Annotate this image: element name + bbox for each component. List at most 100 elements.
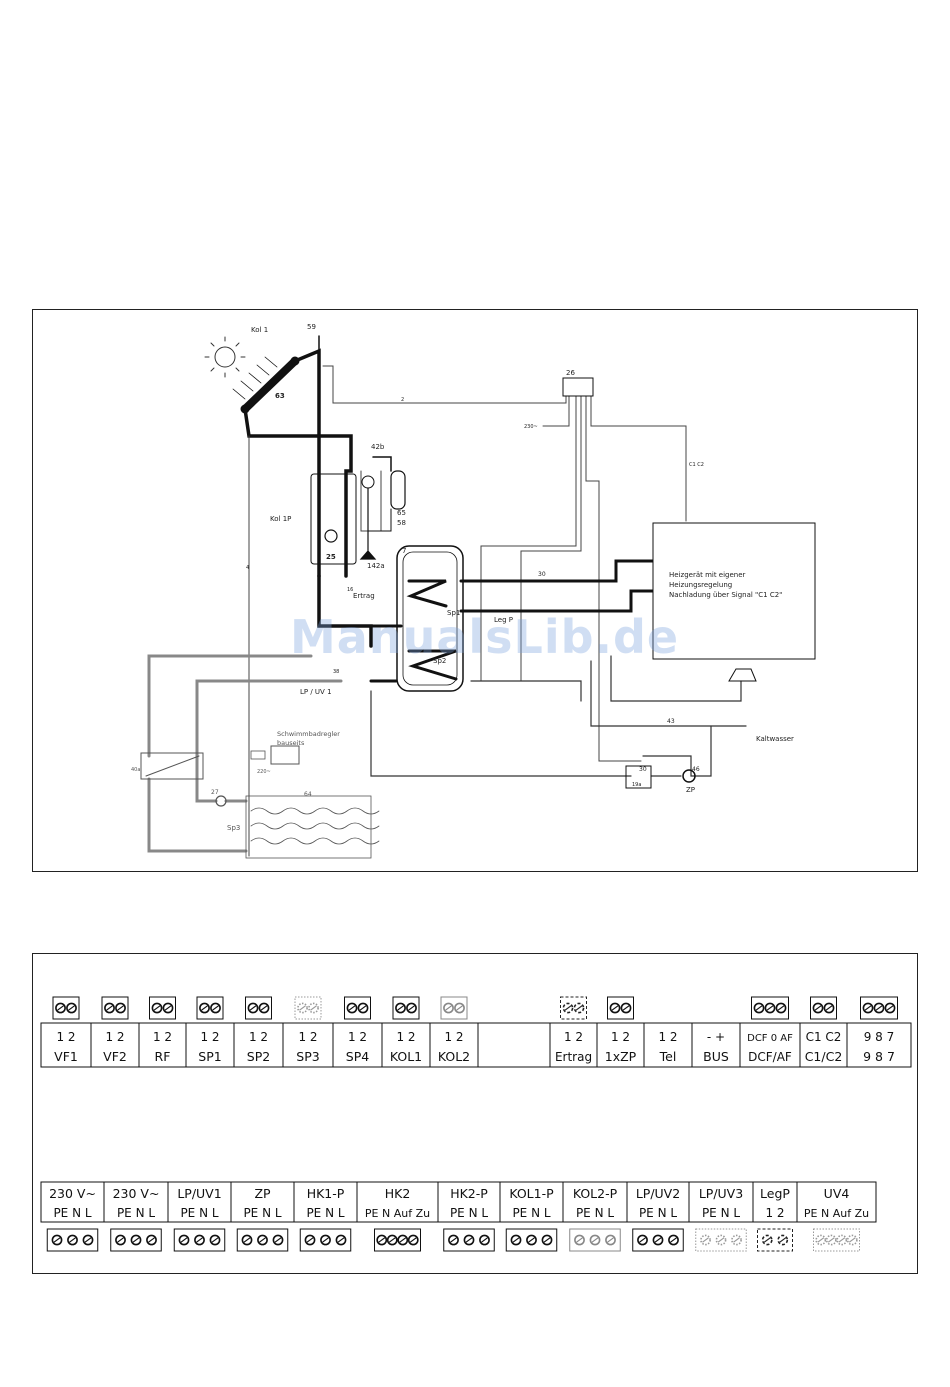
storage-tank xyxy=(396,545,464,692)
label-station-no: 25 xyxy=(326,553,336,561)
label-heizgeraet-1: Heizgerät mit eigener xyxy=(669,571,746,579)
screw-terminal-icon xyxy=(731,1234,742,1246)
terminal-pins: 1 2 xyxy=(105,1030,124,1044)
label-drain-no: 142a xyxy=(367,562,385,570)
screw-terminal-icon xyxy=(320,1234,331,1246)
label-tank-no: 7 xyxy=(402,547,406,555)
screw-terminal-icon xyxy=(297,1002,308,1014)
screw-terminal-icon xyxy=(146,1234,157,1246)
screw-terminal-icon xyxy=(454,1002,465,1014)
terminal-title: HK1-P xyxy=(307,1186,345,1201)
screw-block-kol1 xyxy=(392,996,420,1020)
terminal-pins: PE N L xyxy=(117,1206,155,1220)
screw-terminal-icon xyxy=(406,1002,417,1014)
terminal-title: HK2 xyxy=(385,1186,411,1201)
terminal-pins: PE N L xyxy=(639,1206,677,1220)
terminal-pins: 1 2 xyxy=(564,1030,583,1044)
label-schwimm-1: Schwimmbadregler xyxy=(277,730,340,738)
screw-block-kol1-p xyxy=(505,1228,558,1252)
label-line-c1c2: C1 C2 xyxy=(689,462,704,468)
label-valve-no: 58 xyxy=(397,519,406,527)
screw-block-kol2-p xyxy=(569,1228,621,1252)
gauge-icon xyxy=(361,475,375,489)
screw-block-sp4 xyxy=(344,996,371,1020)
terminal-label: 9 8 7 xyxy=(863,1049,895,1064)
terminal-label: VF1 xyxy=(54,1049,78,1064)
terminal-pins: 1 2 xyxy=(153,1030,172,1044)
terminal-label: Ertrag xyxy=(555,1050,592,1064)
screw-block-hk2 xyxy=(374,1228,421,1252)
watermark: ManualsLib.de xyxy=(290,610,680,664)
label-vessel-no: 65 xyxy=(397,509,406,517)
box-19a xyxy=(625,765,652,789)
label-sp1: Sp1 xyxy=(447,609,460,617)
screw-terminal-icon xyxy=(151,1002,163,1014)
screw-terminal-icon xyxy=(357,1002,369,1014)
screw-block-lp-uv1 xyxy=(173,1228,226,1252)
screw-terminal-icon xyxy=(308,1002,319,1014)
screw-terminal-icon xyxy=(178,1234,190,1246)
screw-block-sp1 xyxy=(196,996,224,1020)
terminal-label: KOL1 xyxy=(390,1049,422,1064)
screw-terminal-icon xyxy=(884,1002,896,1014)
screw-terminal-icon xyxy=(115,1234,126,1246)
label-pump-27: 27 xyxy=(211,789,219,796)
screw-terminal-icon xyxy=(199,1002,210,1014)
terminal-pins: PE N L xyxy=(53,1206,91,1220)
screw-terminal-icon xyxy=(257,1234,268,1246)
label-pool-64: 64 xyxy=(304,791,312,798)
label-lp-uv1: LP / UV 1 xyxy=(300,688,332,696)
screw-terminal-icon xyxy=(104,1002,115,1014)
label-hx-40a: 40a xyxy=(131,767,140,773)
screw-terminal-icon xyxy=(479,1234,490,1246)
hydraulic-diagram-frame: Kol 1 63 59 26 2 230~ C1 C2 4 42b 65 58 … xyxy=(32,309,918,872)
label-heizgeraet-3: Nachladung über Signal "C1 C2" xyxy=(669,591,782,599)
bottom-terminal-strip xyxy=(40,1181,877,1223)
screw-block-dcf-af xyxy=(751,996,789,1020)
screw-terminal-icon xyxy=(55,1002,66,1014)
terminal-title: 230 V~ xyxy=(49,1186,96,1201)
terminal-pins: PE N L xyxy=(306,1206,344,1220)
label-kaltwasser: Kaltwasser xyxy=(756,735,794,743)
label-line-220: 220~ xyxy=(257,769,271,775)
label-zp: ZP xyxy=(686,786,695,794)
screw-terminal-icon xyxy=(209,1234,221,1246)
top-terminal-strip xyxy=(40,1022,912,1068)
label-collector-no: 63 xyxy=(275,392,285,400)
screw-terminal-icon xyxy=(162,1002,174,1014)
screw-block-c1-c2 xyxy=(810,996,837,1020)
terminal-pins: 1 2 xyxy=(765,1206,784,1220)
screw-terminal-icon xyxy=(823,1002,835,1014)
tap-icon xyxy=(728,668,757,682)
label-expansion-no: 42b xyxy=(371,443,385,451)
label-legp: Leg P xyxy=(494,616,513,624)
screw-block-hk1-p xyxy=(299,1228,352,1252)
solar-pump-icon xyxy=(324,529,338,543)
screw-terminal-icon xyxy=(589,1234,601,1246)
terminal-title: LP/UV1 xyxy=(177,1186,221,1201)
screw-terminal-icon xyxy=(210,1002,221,1014)
terminal-label: SP1 xyxy=(198,1049,221,1064)
label-vent-no: 59 xyxy=(307,323,316,331)
screw-block-vf1 xyxy=(52,996,80,1020)
terminal-pins: 1 2 xyxy=(298,1030,317,1044)
screw-terminal-icon xyxy=(130,1234,142,1246)
terminal-pins: 1 2 xyxy=(200,1030,219,1044)
screw-terminal-icon xyxy=(51,1234,63,1246)
label-ertrag: Ertrag xyxy=(353,592,375,600)
screw-terminal-icon xyxy=(194,1234,205,1246)
terminal-title: 230 V~ xyxy=(113,1186,160,1201)
screw-terminal-icon xyxy=(241,1234,253,1246)
terminal-title: KOL2-P xyxy=(573,1186,618,1201)
label-sp3: Sp3 xyxy=(227,824,240,832)
solar-station xyxy=(310,473,357,565)
terminal-pins: 1 2 xyxy=(658,1030,677,1044)
label-sp2: Sp2 xyxy=(433,657,446,665)
terminal-pins: C1 C2 xyxy=(806,1030,842,1044)
terminal-pins: 1 2 xyxy=(56,1030,75,1044)
terminal-title: KOL1-P xyxy=(509,1186,554,1201)
screw-terminal-icon xyxy=(258,1002,270,1014)
screw-block-lp-uv2 xyxy=(632,1228,684,1252)
label-heizgeraet-2: Heizungsregelung xyxy=(669,581,732,589)
terminal-label: RF xyxy=(155,1049,171,1064)
